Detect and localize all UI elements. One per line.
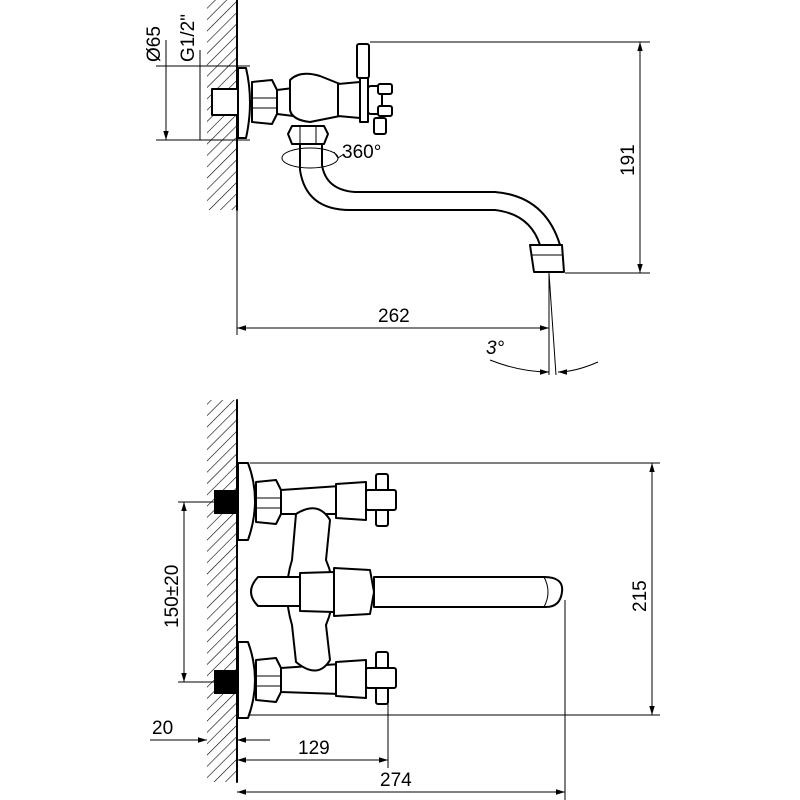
side-spout-inner bbox=[321, 143, 561, 246]
side-aerator bbox=[529, 244, 565, 273]
front-view: 150±20 215 20 129 274 bbox=[150, 399, 660, 800]
wall-offset-label: 20 bbox=[152, 718, 173, 739]
height-215-label: 215 bbox=[630, 580, 651, 612]
front-spout-collar bbox=[250, 576, 301, 607]
side-hex-nut bbox=[251, 79, 278, 125]
tilt-arc bbox=[489, 359, 550, 375]
diameter-label: Ø65 bbox=[144, 26, 165, 62]
side-view: 360° Ø65 G1/2" 191 262 3° bbox=[144, 0, 650, 376]
reach-262-label: 262 bbox=[378, 306, 410, 327]
total-length-label: 274 bbox=[380, 770, 412, 791]
front-top-flange bbox=[237, 462, 256, 541]
side-spout-outer bbox=[299, 143, 541, 246]
side-cross-handle-bottom bbox=[373, 117, 387, 135]
front-bottom-hex-nut bbox=[255, 657, 282, 703]
front-spout bbox=[373, 576, 564, 609]
side-handle-stem bbox=[337, 81, 361, 119]
side-wall-flange bbox=[237, 67, 251, 139]
tilt-label: 3° bbox=[486, 338, 505, 359]
side-cross-handle-top bbox=[356, 43, 370, 79]
side-valve-body bbox=[289, 72, 341, 123]
front-top-thread bbox=[214, 490, 238, 514]
handle-offset-label: 129 bbox=[298, 738, 330, 759]
front-top-hex-nut bbox=[255, 479, 282, 525]
front-top-valve bbox=[335, 481, 367, 521]
front-wall-hatch bbox=[207, 400, 237, 782]
thread-label: G1/2" bbox=[178, 14, 199, 62]
front-bottom-flange bbox=[237, 641, 256, 719]
front-bottom-thread bbox=[214, 670, 238, 694]
rotation-ellipse bbox=[281, 147, 339, 169]
side-thread-nipple bbox=[211, 88, 239, 116]
center-distance-label: 150±20 bbox=[162, 565, 183, 628]
rotation-label: 360° bbox=[342, 142, 381, 163]
front-spout-nut bbox=[333, 567, 375, 617]
side-swivel-nut bbox=[287, 125, 329, 145]
front-bottom-valve bbox=[335, 659, 367, 699]
height-191-label: 191 bbox=[618, 144, 639, 176]
